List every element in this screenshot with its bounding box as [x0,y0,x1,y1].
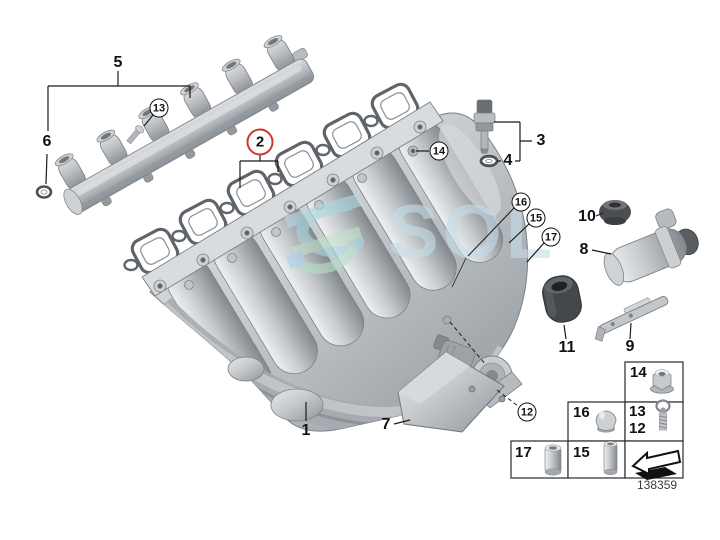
callout-7-label[interactable]: 7 [381,416,391,433]
callout-12-circle[interactable]: 12 [517,402,537,422]
idle-control-valve-illustration [603,208,699,286]
leader-lines [45,71,632,425]
callout-2-circle-highlighted[interactable]: 2 [246,128,274,156]
diagram-number: 138359 [637,478,678,492]
callout-9-label[interactable]: 9 [625,338,635,355]
flange-nut-icon [650,369,674,394]
spacer-sleeve-15-icon [603,440,618,475]
callout-13-circle[interactable]: 13 [149,98,169,118]
rubber-grommet-illustration [599,200,631,225]
fuel-rail-illustration [54,35,315,215]
watermark-text: SOL [388,190,556,275]
callout-10-label[interactable]: 10 [578,208,596,225]
callout-5-label[interactable]: 5 [113,54,123,71]
legend-17-label[interactable]: 17 [515,444,532,461]
screw-with-washer-icon [655,399,671,431]
installation-direction-arrow-icon [631,449,682,480]
callout-15-circle[interactable]: 15 [526,208,546,228]
sensor-oring-illustration [479,154,499,168]
disa-adjuster-unit-illustration [397,334,523,433]
legend-box-13-12[interactable] [624,401,684,442]
cap-nut-icon [595,410,617,433]
callout-11-label[interactable]: 11 [558,339,576,356]
callout-16-circle[interactable]: 16 [511,192,531,212]
sealing-ring-illustration [35,185,53,199]
spacer-sleeve-17-icon [544,444,562,476]
legend-15-label[interactable]: 15 [573,444,590,461]
rubber-mount-illustration [542,275,582,323]
temperature-sensor-illustration [473,99,496,154]
rail-mounting-screw-illustration [126,125,144,145]
callout-1-label[interactable]: 1 [301,422,311,439]
callout-6-label[interactable]: 6 [42,133,52,150]
callout-4-label[interactable]: 4 [503,152,513,169]
legend-16-label[interactable]: 16 [573,404,590,421]
callout-17-circle[interactable]: 17 [541,227,561,247]
callout-3-label[interactable]: 3 [536,132,546,149]
callout-14-circle[interactable]: 14 [429,141,449,161]
manifold-gasket-set-illustration [123,82,420,275]
support-bracket-illustration [594,295,669,342]
legend-12-label[interactable]: 12 [629,420,646,437]
legend-13-label[interactable]: 13 [629,403,646,420]
legend-14-label[interactable]: 14 [630,364,647,381]
callout-8-label[interactable]: 8 [579,241,589,258]
